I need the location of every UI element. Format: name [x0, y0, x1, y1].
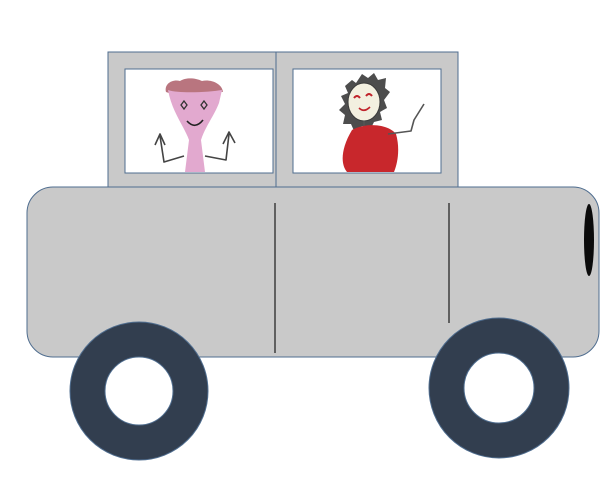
front-wheel-hub — [104, 356, 174, 426]
passenger-left-eye-right — [200, 99, 208, 111]
passenger-left-arm-left — [154, 133, 185, 163]
passenger-left-body — [168, 90, 222, 172]
passenger-right-arm — [387, 103, 425, 135]
passenger-left-mouth — [186, 119, 204, 127]
car-body — [26, 186, 600, 358]
rear-wheel — [428, 317, 570, 459]
passenger-left-eye-left — [180, 99, 188, 111]
passenger-right-dress — [342, 125, 399, 172]
passenger-right-mouth — [358, 106, 371, 112]
rear-wheel-hub — [463, 352, 535, 424]
passenger-right-eye-right — [365, 93, 373, 97]
headlight-icon — [584, 204, 594, 276]
front-wheel — [69, 321, 209, 461]
passenger-right — [339, 73, 425, 172]
passenger-right-eye-left — [353, 95, 361, 99]
passenger-left-hair — [165, 78, 223, 94]
passenger-left — [154, 78, 236, 172]
passenger-left-arm-right — [204, 131, 236, 161]
passenger-right-face — [347, 82, 381, 122]
